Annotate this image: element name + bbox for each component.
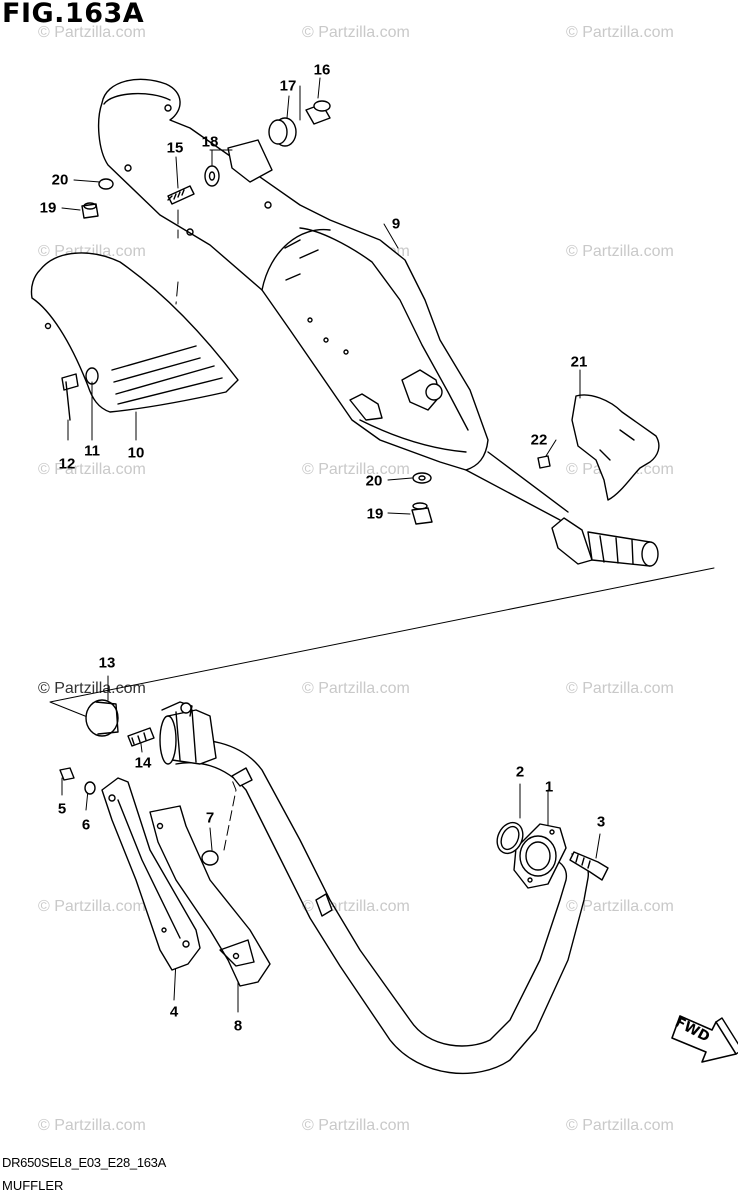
- watermark: © Partzilla.com: [302, 680, 410, 697]
- heat-shield: [30, 252, 239, 413]
- callout-12[interactable]: 12: [58, 455, 76, 473]
- leader-lines: [49, 77, 715, 1013]
- callout-14[interactable]: 14: [134, 754, 152, 772]
- callout-13[interactable]: 13: [98, 654, 116, 672]
- exhaust-guard-4: [101, 777, 201, 971]
- gasket-2: [496, 821, 524, 855]
- watermark: © Partzilla.com: [302, 1117, 410, 1134]
- section-name: MUFFLER: [2, 1178, 64, 1193]
- callout-21[interactable]: 21: [570, 353, 588, 371]
- watermark: © Partzilla.com: [38, 1117, 146, 1134]
- collar-16: [305, 100, 331, 125]
- figure-title: FIG.163A: [2, 0, 145, 29]
- bolt-12: [61, 373, 79, 421]
- callout-22[interactable]: 22: [530, 431, 548, 449]
- model-code: DR650SEL8_E03_E28_163A: [2, 1155, 166, 1170]
- washer-6: [84, 781, 96, 795]
- nut-19-top: [81, 202, 99, 219]
- grommet-17: [268, 117, 297, 147]
- callout-6[interactable]: 6: [81, 816, 91, 834]
- callout-8[interactable]: 8: [233, 1017, 243, 1035]
- callout-9[interactable]: 9: [391, 215, 401, 233]
- washer-18: [204, 165, 220, 187]
- callout-16[interactable]: 16: [313, 61, 331, 79]
- watermark: © Partzilla.com: [302, 24, 410, 41]
- callout-5[interactable]: 5: [57, 800, 67, 818]
- watermark: © Partzilla.com: [566, 243, 674, 260]
- callout-18[interactable]: 18: [201, 133, 219, 151]
- bolt-15: [167, 185, 195, 205]
- watermark: © Partzilla.com: [566, 24, 674, 41]
- nut-19-mid: [411, 502, 433, 525]
- fwd-arrow-icon: [671, 1015, 738, 1063]
- bolt-5: [59, 767, 75, 781]
- watermark: © Partzilla.com: [38, 461, 146, 478]
- watermark: © Partzilla.com: [566, 1117, 674, 1134]
- bolt-22: [537, 455, 551, 469]
- bolt-3: [569, 851, 609, 881]
- callout-19[interactable]: 19: [39, 199, 57, 217]
- washer-20-top: [98, 178, 114, 190]
- callout-4[interactable]: 4: [169, 1003, 179, 1021]
- bracket-21: [571, 394, 660, 501]
- callout-7[interactable]: 7: [205, 809, 215, 827]
- callout-3[interactable]: 3: [596, 813, 606, 831]
- callout-10[interactable]: 10: [127, 444, 145, 462]
- watermark: © Partzilla.com: [566, 680, 674, 697]
- callout-11[interactable]: 11: [84, 442, 100, 460]
- watermark: © Partzilla.com: [566, 898, 674, 915]
- callout-20[interactable]: 20: [365, 472, 383, 490]
- callout-15[interactable]: 15: [166, 139, 184, 157]
- callout-17[interactable]: 17: [279, 77, 297, 95]
- bolt-14: [127, 727, 155, 747]
- washer-20-mid: [412, 472, 432, 484]
- callout-20[interactable]: 20: [51, 171, 69, 189]
- callout-1[interactable]: 1: [544, 778, 554, 796]
- washer-7: [201, 850, 219, 866]
- watermark: © Partzilla.com: [302, 461, 410, 478]
- exhaust-pipe: [159, 701, 589, 1075]
- muffler-body: [97, 78, 659, 567]
- gasket-13: [85, 699, 119, 737]
- watermark: © Partzilla.com: [38, 680, 146, 697]
- watermark: © Partzilla.com: [38, 24, 146, 41]
- callout-2[interactable]: 2: [515, 763, 525, 781]
- exhaust-guard-8: [149, 805, 271, 987]
- watermark: © Partzilla.com: [38, 898, 146, 915]
- callout-19[interactable]: 19: [366, 505, 384, 523]
